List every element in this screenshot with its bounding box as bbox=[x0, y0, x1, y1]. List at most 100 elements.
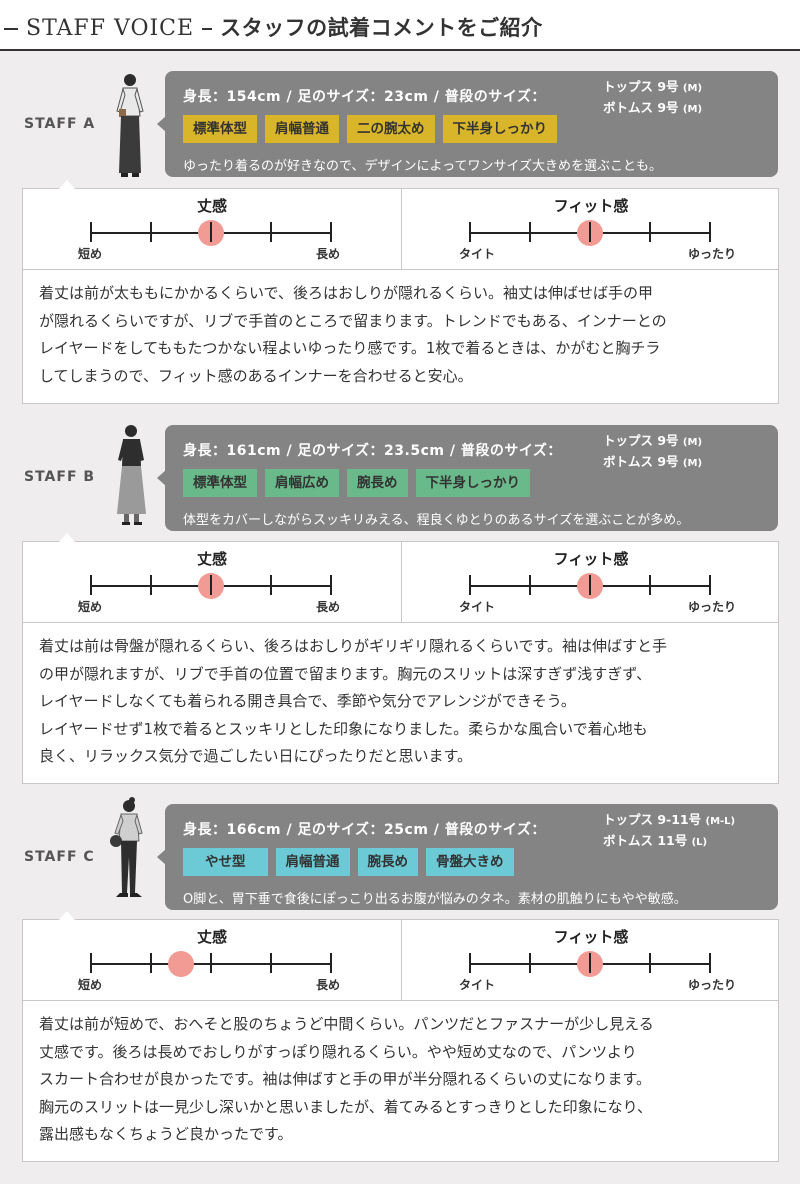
body-type-tag: 二の腕太め bbox=[347, 115, 435, 143]
body-type-tags: 標準体型 肩幅普通 二の腕太め 下半身しっかり bbox=[183, 115, 557, 143]
scale-tick bbox=[210, 575, 212, 595]
comment-line: 着丈は前が太ももにかかるくらいで、後ろはおしりが隠れるくらい。袖丈は伸ばせば手の… bbox=[39, 284, 653, 302]
staff-info-card: 身長：154cm / 足のサイズ：23cm / 普段のサイズ： トップス 9号 … bbox=[157, 71, 778, 177]
scale-right-label: 長め bbox=[316, 978, 341, 992]
scale-tick bbox=[270, 222, 272, 242]
scale-divider bbox=[401, 542, 402, 622]
body-type-tags: やせ型 肩幅普通 腕長め 骨盤大きめ bbox=[183, 848, 514, 876]
scale-tick bbox=[330, 575, 332, 595]
header-dash bbox=[4, 28, 18, 30]
length-scale: 丈感 短め 長め bbox=[23, 920, 401, 1000]
scale-right-label: ゆったり bbox=[688, 600, 737, 614]
scale-tick bbox=[469, 222, 471, 242]
comment-line: 着丈は前が短めで、おへそと股のちょうど中間くらい。パンツだとファスナーが少し見え… bbox=[39, 1015, 654, 1033]
length-scale: 丈感 短め 長め bbox=[23, 189, 401, 269]
scale-tick bbox=[150, 953, 152, 973]
body-type-tag: 標準体型 bbox=[183, 115, 257, 143]
scale-tick bbox=[330, 222, 332, 242]
scale-left-label: タイト bbox=[459, 600, 496, 614]
scale-marker bbox=[168, 951, 194, 977]
comment-line: してしまうので、フィット感のあるインナーを合わせると安心。 bbox=[39, 366, 473, 385]
body-type-tag: 下半身しっかり bbox=[442, 115, 557, 143]
fit-rating-box: 丈感 短め 長め フィット感 タイト ゆったり bbox=[22, 180, 780, 270]
title-jp: スタッフの試着コメントをご紹介 bbox=[220, 16, 543, 40]
scale-tick bbox=[709, 953, 711, 973]
scale-tick bbox=[589, 575, 591, 595]
comment-line: 丈感です。後ろは長めでおしりがすっぽり隠れるくらい。やや短め丈なので、パンツより bbox=[39, 1042, 637, 1061]
body-type-tag: 骨盤大きめ bbox=[426, 848, 514, 876]
scale-left-label: タイト bbox=[459, 247, 496, 261]
scale-tick bbox=[150, 575, 152, 595]
length-scale: 丈感 短め 長め bbox=[23, 542, 401, 622]
fit-rating-box: 丈感 短め 長め フィット感 タイト ゆったり bbox=[22, 533, 779, 623]
scale-tick bbox=[649, 222, 651, 242]
staff-comment: 着丈は前が短めで、おへそと股のちょうど中間くらい。パンツだとファスナーが少し見え… bbox=[22, 1000, 779, 1162]
scale-tick bbox=[709, 575, 711, 595]
bottoms-size: ボトムス 9号 bbox=[603, 454, 679, 469]
header-rule bbox=[0, 49, 800, 51]
tops-size: トップス 9号 bbox=[603, 79, 679, 94]
comment-line: 良く、リラックス気分で過ごしたい日にぴったりだと思います。 bbox=[39, 747, 473, 765]
scale-tick bbox=[270, 575, 272, 595]
fit-scale: フィット感 タイト ゆったり bbox=[402, 920, 780, 1000]
fit-scale-title: フィット感 bbox=[553, 197, 629, 215]
staff-info-card: 身長：166cm / 足のサイズ：25cm / 普段のサイズ： トップス 9-1… bbox=[157, 804, 778, 910]
scale-tick bbox=[469, 575, 471, 595]
comment-line: 着丈は前は骨盤が隠れるくらい、後ろはおしりがギリギリ隠れるくらいです。袖は伸ばす… bbox=[39, 637, 668, 655]
body-type-tag: 肩幅普通 bbox=[275, 848, 350, 876]
scale-tick bbox=[529, 222, 531, 242]
staff-info-card: 身長：161cm / 足のサイズ：23.5cm / 普段のサイズ： トップス 9… bbox=[157, 425, 778, 531]
staff-comment: 着丈は前は骨盤が隠れるくらい、後ろはおしりがギリギリ隠れるくらいです。袖は伸ばす… bbox=[22, 622, 779, 784]
scale-tick bbox=[330, 953, 332, 973]
scale-divider bbox=[401, 920, 402, 1000]
comment-line: 胸元のスリットは一見少し深いかと思いましたが、着てみるとすっきりとした印象になり… bbox=[39, 1097, 653, 1116]
staff-description: 体型をカバーしながらスッキリみえる、程良くゆとりのあるサイズを選ぶことが多め。 bbox=[183, 513, 690, 528]
scale-tick bbox=[90, 222, 92, 242]
staff-description: ゆったり着るのが好きなので、デザインによってワンサイズ大きめを選ぶことも。 bbox=[183, 159, 663, 174]
staff-voice-panel: STAFF A 身長：154cm / 足のサイズ：23cm / 普段のサイズ： … bbox=[0, 51, 800, 1184]
body-type-tags: 標準体型 肩幅広め 腕長め 下半身しっかり bbox=[183, 469, 530, 497]
tops-size-note: (M) bbox=[682, 437, 703, 448]
scale-tick bbox=[529, 953, 531, 973]
staff-label: STAFF C bbox=[24, 849, 95, 865]
body-type-tag: 腕長め bbox=[347, 469, 408, 497]
scale-right-label: 長め bbox=[316, 247, 341, 261]
bottoms-size-note: (M) bbox=[682, 104, 703, 115]
scale-tick bbox=[589, 953, 591, 973]
comment-line: 露出感もなくちょうど良かったです。 bbox=[39, 1125, 293, 1143]
title-separator bbox=[202, 28, 213, 30]
length-scale-title: 丈感 bbox=[196, 550, 227, 568]
title-en: STAFF VOICE bbox=[26, 16, 195, 41]
scale-tick bbox=[589, 222, 591, 242]
fit-scale-title: フィット感 bbox=[553, 550, 629, 568]
scale-tick bbox=[90, 575, 92, 595]
scale-left-label: タイト bbox=[459, 978, 496, 992]
page-title: STAFF VOICE スタッフの試着コメントをご紹介 bbox=[26, 12, 543, 42]
scale-right-label: ゆったり bbox=[688, 247, 737, 261]
staff-label: STAFF A bbox=[24, 116, 96, 132]
fit-scale: フィット感 タイト ゆったり bbox=[402, 189, 780, 269]
usual-sizes: トップス 9-11号 (M-L) ボトムス 11号 (L) bbox=[603, 810, 735, 852]
staff-label: STAFF B bbox=[24, 469, 96, 485]
staff-comment: 着丈は前が太ももにかかるくらいで、後ろはおしりが隠れるくらい。袖丈は伸ばせば手の… bbox=[22, 269, 779, 404]
scale-divider bbox=[401, 189, 402, 269]
fit-scale-title: フィット感 bbox=[553, 928, 629, 946]
scale-tick bbox=[529, 575, 531, 595]
scale-left-label: 短め bbox=[78, 247, 103, 261]
scale-tick bbox=[270, 953, 272, 973]
bottoms-size: ボトムス 11号 bbox=[603, 833, 688, 848]
tops-size: トップス 9-11号 bbox=[603, 812, 702, 827]
staff-description: O脚と、胃下垂で食後にぽっこり出るお腹が悩みのタネ。素材の肌触りにもやや敏感。 bbox=[183, 892, 687, 907]
length-scale-title: 丈感 bbox=[196, 197, 227, 215]
body-type-tag: 肩幅広め bbox=[265, 469, 339, 497]
scale-tick bbox=[709, 222, 711, 242]
body-type-tag: 下半身しっかり bbox=[415, 469, 530, 497]
bottoms-size-note: (M) bbox=[682, 458, 703, 469]
comment-line: レイヤードしなくても着られる開き具合で、季節や気分でアレンジができそう。 bbox=[39, 692, 576, 710]
staff-spec: 身長：154cm / 足のサイズ：23cm / 普段のサイズ： bbox=[183, 89, 546, 105]
scale-tick bbox=[469, 953, 471, 973]
body-type-tag: 標準体型 bbox=[183, 469, 257, 497]
tops-size-note: (M-L) bbox=[705, 816, 736, 827]
comment-line: レイヤードをしてももたつかない程よいゆったり感です。1枚で着るときは、かがむと胸… bbox=[39, 339, 661, 357]
body-type-tag: 腕長め bbox=[357, 848, 418, 876]
